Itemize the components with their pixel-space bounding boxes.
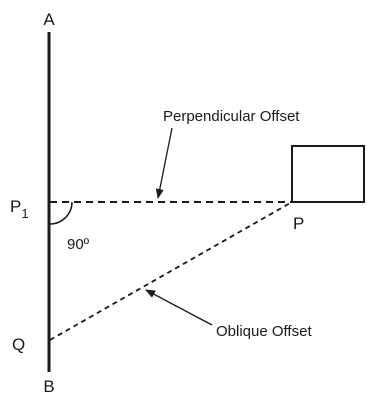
label-oblique-offset: Oblique Offset <box>216 323 312 340</box>
oblique-arrow <box>145 289 213 326</box>
label-perpendicular-offset: Perpendicular Offset <box>163 108 300 125</box>
label-angle: 90º <box>67 236 90 253</box>
oblique-offset-line <box>49 201 293 341</box>
label-point-p1: P1 <box>10 197 29 221</box>
label-point-p1-main: P <box>10 197 21 216</box>
label-point-p: P <box>293 214 304 233</box>
label-point-q: Q <box>12 335 25 354</box>
right-angle-arc <box>49 201 73 225</box>
label-point-p1-subscript: 1 <box>21 206 28 221</box>
perpendicular-arrow <box>155 127 173 199</box>
label-point-a: A <box>43 10 55 29</box>
label-point-b: B <box>43 377 54 396</box>
object-rectangle <box>291 145 365 203</box>
